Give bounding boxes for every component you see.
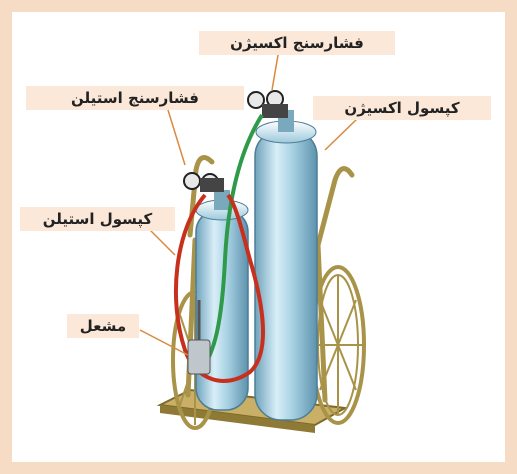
oxygen-cylinder-label: کپسول اکسیژن (313, 96, 491, 120)
right-wheel (312, 267, 364, 423)
oxygen-regulator-label: فشارسنج اکسیژن (199, 31, 395, 55)
oxygen-cylinder (255, 110, 317, 420)
oxygen-regulator (248, 91, 288, 118)
acetylene-cylinder-label: کپسول استیلن (20, 207, 175, 231)
acetylene-regulator-label: فشارسنج استیلن (26, 86, 244, 110)
torch-label: مشعل (67, 314, 139, 338)
acetylene-regulator (184, 173, 224, 192)
